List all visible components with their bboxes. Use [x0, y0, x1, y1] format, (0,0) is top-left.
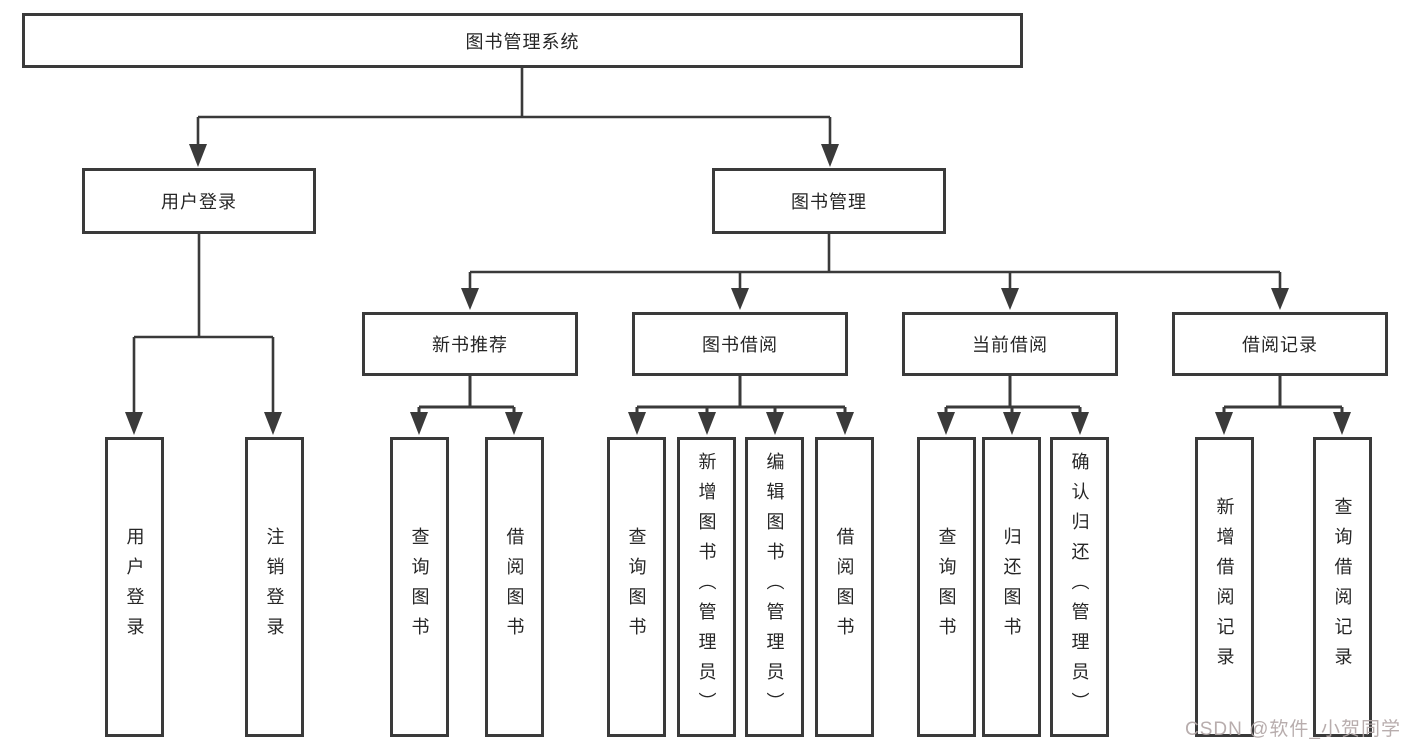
leaf-borrow-books-recommend: 借阅图书	[485, 437, 544, 737]
node-label: 图书管理系统	[465, 31, 580, 52]
node-label: 查询图书	[936, 527, 957, 647]
node-current-borrowing: 当前借阅	[902, 312, 1118, 376]
node-new-book-recommend: 新书推荐	[362, 312, 578, 376]
connector-user-login	[132, 234, 275, 414]
node-label: 归还图书	[1001, 527, 1022, 647]
node-label: 查询图书	[626, 527, 647, 647]
connector-borrowing-records	[1222, 376, 1344, 414]
node-label: 编辑图书（管理员）	[764, 452, 785, 722]
leaf-logout: 注销登录	[245, 437, 304, 737]
leaf-borrow-books-borrowing: 借阅图书	[815, 437, 874, 737]
connector-book-borrowing	[635, 376, 847, 414]
node-label: 新增借阅记录	[1214, 497, 1235, 677]
node-label: 注销登录	[264, 527, 285, 647]
connector-root	[196, 68, 832, 146]
leaf-add-books-admin: 新增图书（管理员）	[677, 437, 736, 737]
node-label: 新增图书（管理员）	[696, 452, 717, 722]
node-label: 图书管理	[791, 192, 867, 212]
leaf-query-books-current: 查询图书	[917, 437, 976, 737]
node-label: 当前借阅	[972, 335, 1048, 355]
connector-new-book-recommend	[417, 376, 516, 414]
node-root-library-system: 图书管理系统	[22, 13, 1023, 68]
node-label: 借阅记录	[1242, 335, 1318, 355]
leaf-edit-books-admin: 编辑图书（管理员）	[745, 437, 804, 737]
node-label: 新书推荐	[432, 335, 508, 355]
node-borrowing-records: 借阅记录	[1172, 312, 1388, 376]
node-label: 查询图书	[409, 527, 430, 647]
node-book-borrowing: 图书借阅	[632, 312, 848, 376]
node-label: 用户登录	[161, 192, 237, 212]
leaf-query-borrow-record: 查询借阅记录	[1313, 437, 1372, 737]
node-label: 借阅图书	[834, 527, 855, 647]
connector-book-management	[468, 234, 1282, 291]
node-book-management: 图书管理	[712, 168, 946, 234]
leaf-return-books: 归还图书	[982, 437, 1041, 737]
node-label: 查询借阅记录	[1332, 497, 1353, 677]
arrowheads	[125, 144, 1351, 435]
node-label: 确认归还（管理员）	[1069, 452, 1090, 722]
leaf-query-books-borrowing: 查询图书	[607, 437, 666, 737]
csdn-watermark: CSDN @软件_小贺同学	[1185, 719, 1401, 740]
connector-current-borrowing	[944, 376, 1082, 414]
node-user-login: 用户登录	[82, 168, 316, 234]
node-label: 借阅图书	[504, 527, 525, 647]
node-label: 图书借阅	[702, 335, 778, 355]
leaf-query-books-recommend: 查询图书	[390, 437, 449, 737]
leaf-confirm-return-admin: 确认归还（管理员）	[1050, 437, 1109, 737]
leaf-user-login: 用户登录	[105, 437, 164, 737]
leaf-add-borrow-record: 新增借阅记录	[1195, 437, 1254, 737]
node-label: 用户登录	[124, 527, 145, 647]
